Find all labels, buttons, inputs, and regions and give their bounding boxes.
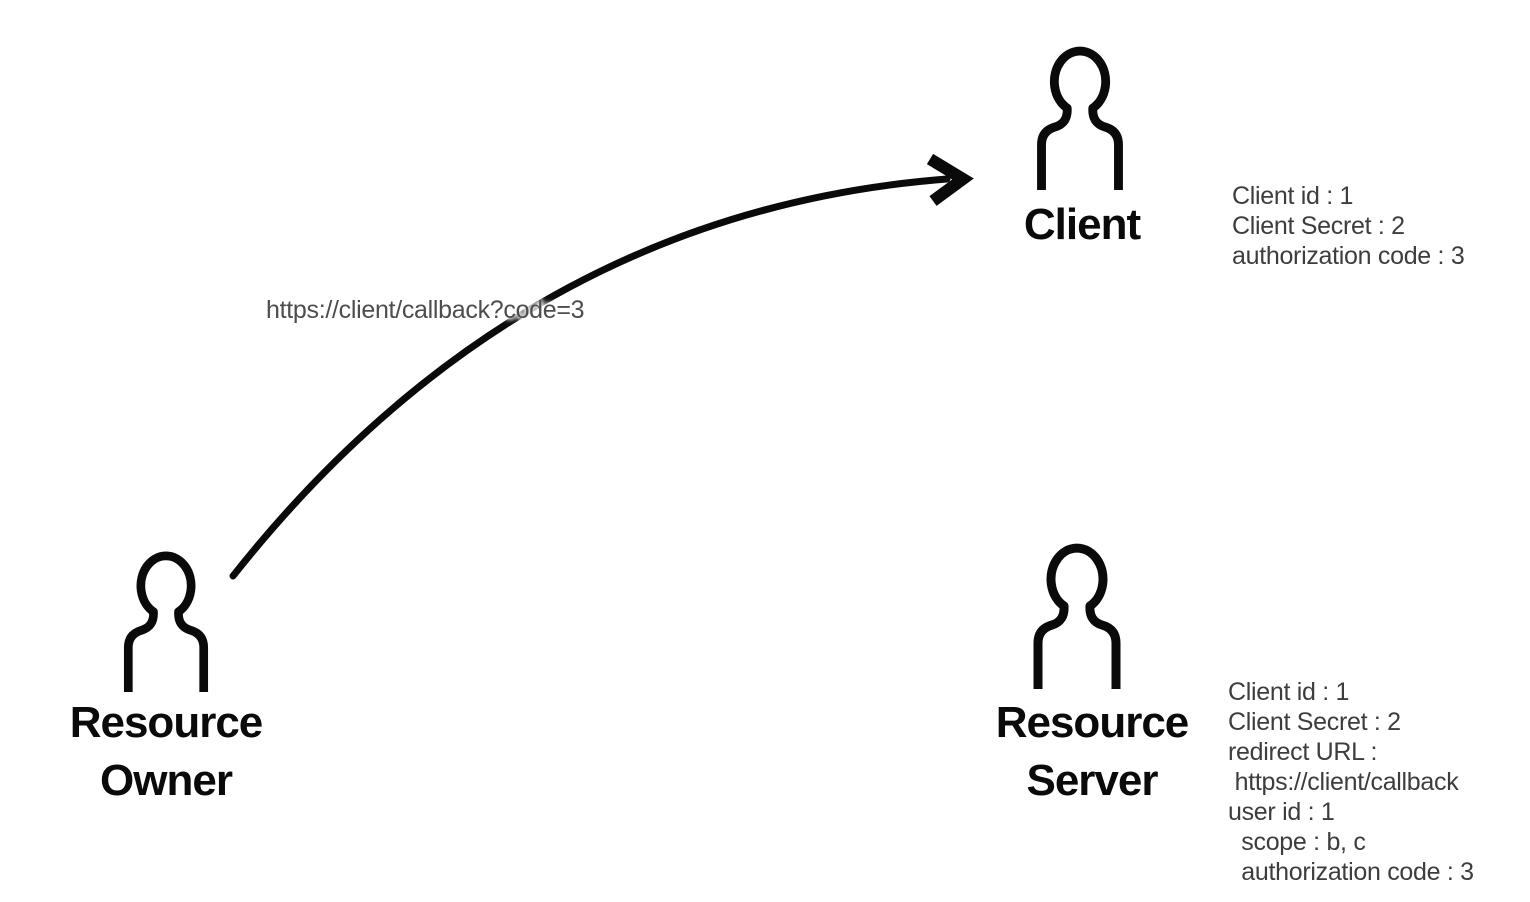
resource-owner-label: Resource Owner [69,698,264,805]
client-label: Client [1023,200,1141,249]
resource-server-info-line: https://client/callback [1228,768,1459,796]
client-person-icon [1042,51,1119,190]
resource-server-info-line: Client Secret : 2 [1228,708,1401,736]
redirect-arrowhead [926,153,974,206]
redirect-arrow [229,153,974,580]
resource-owner-person-icon [128,556,203,692]
resource-server-person-icon [1038,548,1116,689]
resource-server-info-line: scope : b, c [1228,828,1366,856]
resource-server-info-line: redirect URL : [1228,738,1378,766]
client-info-line: Client id : 1 [1232,182,1354,210]
client-info-line: Client Secret : 2 [1232,212,1405,240]
redirect-url-arrow-label: https://client/callback?code=3 [266,296,585,324]
resource-server-info-line: user id : 1 [1228,798,1335,826]
client-info-line: authorization code : 3 [1232,242,1465,270]
redirect-arrow-shaft [229,175,951,580]
resource-server-info-line: authorization code : 3 [1228,858,1474,886]
resource-server-info-line: Client id : 1 [1228,678,1350,706]
resource-server-label: Resource Server [995,698,1190,805]
resource-server-info-block: Client id : 1 Client Secret : 2 redirect… [1228,677,1474,887]
client-info-block: Client id : 1 Client Secret : 2 authoriz… [1232,181,1465,271]
